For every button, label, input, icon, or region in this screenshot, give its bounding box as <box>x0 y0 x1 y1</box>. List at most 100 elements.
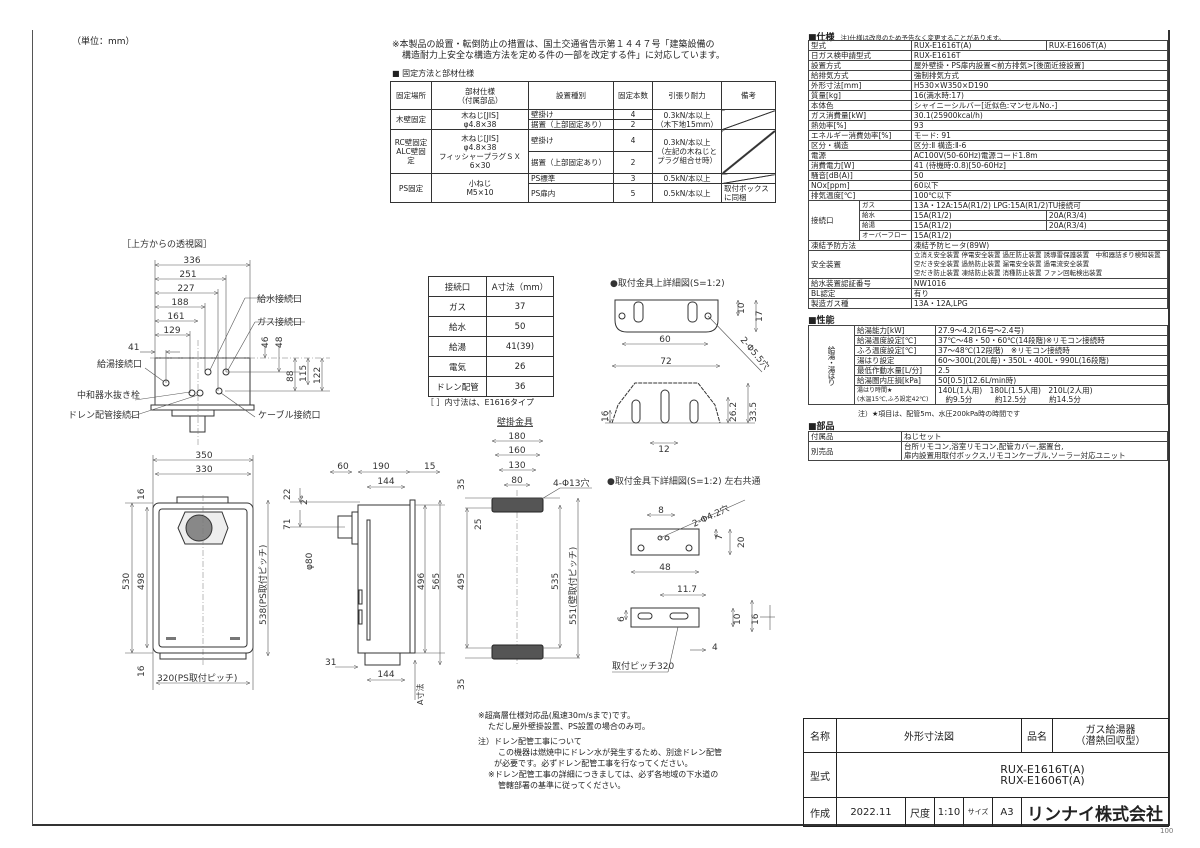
dim-16-lower: 16 <box>751 613 761 625</box>
side-view: 60 190 15 144 22 2° 71 φ80 496 565 31 14… <box>283 462 445 705</box>
dim-72: 72 <box>660 357 671 367</box>
notes-block: ※超高層仕様対応品(風速30m/sまで)です。 ただし屋外壁掛設置、PS設置の場… <box>478 710 722 791</box>
label-hot-water-outlet: 給湯接続口 <box>97 358 142 370</box>
dim-2-phi4-2-holes: 2-Φ4.2穴 <box>690 502 731 530</box>
cell: 2 <box>613 151 653 174</box>
wall-bracket-title: 壁掛金具 <box>497 416 533 428</box>
label-gas-inlet: ガス接続口 <box>257 316 302 328</box>
title-row: 名称 外形寸法図 品名 ガス給湯器 （潜熱回収型） <box>803 718 1169 753</box>
created-row: 作成 2022.11 尺度 1:10 サイズ A3 リンナイ株式会社 <box>803 797 1169 827</box>
table-row: 湯はり時間★ (水温15℃,ふろ設定42℃)140L(1人用) 180L(1.5… <box>809 385 1168 405</box>
dim-115: 115 <box>299 365 309 382</box>
parts-title: ■部品 <box>808 422 835 432</box>
performance-label: 湯はり時間★ (水温15℃,ふろ設定42℃) <box>854 385 936 405</box>
spec-title: ■仕様注)仕様は改良のため予告なく変更することがあります。 <box>808 30 1005 43</box>
spec-value: 13A・12A,LPG <box>910 298 1169 309</box>
parts-value: 台所リモコン,浴室リモコン,配管カバー,据置台, 扉内設置用取付ボックス,リモコ… <box>901 441 1168 461</box>
dim-190: 190 <box>372 462 389 472</box>
parts-table: 付属品ねじセット別売品台所リモコン,浴室リモコン,配管カバー,据置台, 扉内設置… <box>808 431 1168 461</box>
label-drain-plug: 中和器水抜き栓 <box>77 389 140 401</box>
dim-80: 80 <box>511 476 523 486</box>
dim-551-wall-pitch: 551(壁取付ピッチ) <box>567 547 579 625</box>
dim-2-phi5-5-holes: 2-Φ5.5穴 <box>738 334 773 372</box>
dim-4: 4 <box>712 643 718 653</box>
dim-20: 20 <box>737 536 747 548</box>
cell: 36 <box>486 376 554 397</box>
table-row: 別売品台所リモコン,浴室リモコン,配管カバー,据置台, 扉内設置用取付ボックス,… <box>808 441 1168 461</box>
dim-25: 25 <box>474 519 484 530</box>
dim-16-detail: 16 <box>601 410 611 422</box>
dim-16-top: 16 <box>137 488 147 500</box>
performance-title: ■性能 <box>808 316 835 326</box>
dim-48: 48 <box>275 336 285 348</box>
page-number: 100 <box>1160 827 1174 835</box>
seismic-notice: ※本製品の設置・転倒防止の措置は、国土交通省告示第１４４７号「建築設備の 構造耐… <box>392 40 725 62</box>
company-name: リンナイ株式会社 <box>1021 797 1169 827</box>
dim-4-phi13-holes: 4-Φ13穴 <box>553 477 590 489</box>
product-name: ガス給湯器 （潜熱回収型） <box>1052 718 1169 753</box>
dim-60-detail: 60 <box>659 335 671 345</box>
dim-48: 48 <box>659 563 671 573</box>
dim-46: 46 <box>261 336 271 348</box>
note-line: 管轄部署の基準に従ってください。 <box>498 781 626 790</box>
dim-144-bottom: 144 <box>377 670 394 680</box>
dim-88: 88 <box>286 370 296 382</box>
dim-10: 10 <box>737 302 747 314</box>
dim-a: A寸法 <box>415 684 425 705</box>
note-line: ※ドレン配管工事の詳細につきましては、必ず各地域の下水道の <box>488 770 719 779</box>
dim-535: 535 <box>551 573 561 590</box>
dim-11-7: 11.7 <box>677 585 697 595</box>
dim-7: 7 <box>715 534 725 540</box>
performance-table: 給湯・湯はり給湯能力[kW]27.9～4.2(16号～2.4号)給湯温度設定[℃… <box>808 325 1168 405</box>
cell: RC壁固定 ALC壁固定 <box>390 129 432 174</box>
dim-15: 15 <box>424 462 435 472</box>
dim-530: 530 <box>122 573 132 590</box>
label-cable-inlet: ケーブル接続口 <box>258 409 320 421</box>
dim-350: 350 <box>195 451 212 461</box>
lower-detail-title: ●取付金具下詳細図(S=1:2) 左右共通 <box>607 475 760 487</box>
scale-label: 尺度 <box>905 797 935 827</box>
header-cell: 部材仕様 （付属部品） <box>431 81 529 110</box>
dim-538-ps-pitch: 538(PS取付ピッチ) <box>258 545 269 625</box>
notice-line-2: 構造耐力上安全な構造方法を定める件の一部を改定する件」に対応しています。 <box>402 51 725 61</box>
dim-phi80: φ80 <box>305 552 315 570</box>
dim-251: 251 <box>179 270 196 280</box>
dim-71: 71 <box>283 519 293 530</box>
table-row: 据置（上部固定あり） 2 <box>391 151 776 174</box>
header-cell: 備考 <box>721 81 776 110</box>
scale-value: 1:10 <box>934 797 964 827</box>
drawing-name: 外形寸法図 <box>836 718 1022 753</box>
title-block: 名称 外形寸法図 品名 ガス給湯器 （潜熱回収型） 型式 RUX-E1616T(… <box>803 718 1169 827</box>
dim-60: 60 <box>337 462 349 472</box>
dim-144-top: 144 <box>377 477 394 487</box>
fixing-method-table: 固定場所 部材仕様 （付属部品） 設置種別 固定本数 引張り耐力 備考 木壁固定… <box>390 81 776 203</box>
dim-41: 41 <box>128 343 139 353</box>
a-table-note: ［ ］内寸法は、E1616タイプ <box>426 398 534 407</box>
note-line: ※超高層仕様対応品(風速30m/sまで)です。 <box>478 711 635 720</box>
dim-330: 330 <box>195 465 212 475</box>
dim-2-degree: 2° <box>300 495 310 505</box>
label-drain-pipe: ドレン配管接続口 <box>68 409 140 421</box>
unit-label: （単位：mm） <box>72 37 135 47</box>
empty-cell <box>721 129 776 174</box>
spec-heading: ■仕様 <box>808 33 835 43</box>
dim-161: 161 <box>167 312 184 322</box>
note-line: が必要です。必ずドレン配管工事を行なってください。 <box>494 759 693 768</box>
dim-6: 6 <box>617 616 627 622</box>
dim-188: 188 <box>171 298 188 308</box>
dim-565: 565 <box>432 573 442 590</box>
dim-35-bottom: 35 <box>457 679 467 690</box>
cell: 小ねじ M5×10 <box>431 173 529 203</box>
dim-12: 12 <box>658 445 669 455</box>
dim-227: 227 <box>177 284 194 294</box>
upper-detail-title: ●取付金具上詳細図(S=1:2) <box>610 277 725 289</box>
dim-336: 336 <box>183 256 200 266</box>
dim-31: 31 <box>325 658 336 668</box>
table-row: 木壁固定 木ねじ[JIS] φ4.8×38 壁掛け 4 0.3kN/本以上 （木… <box>390 109 776 130</box>
upper-bracket-detail: ●取付金具上詳細図(S=1:2) 10 17 60 2-Φ5.5穴 72 16 … <box>601 277 772 455</box>
